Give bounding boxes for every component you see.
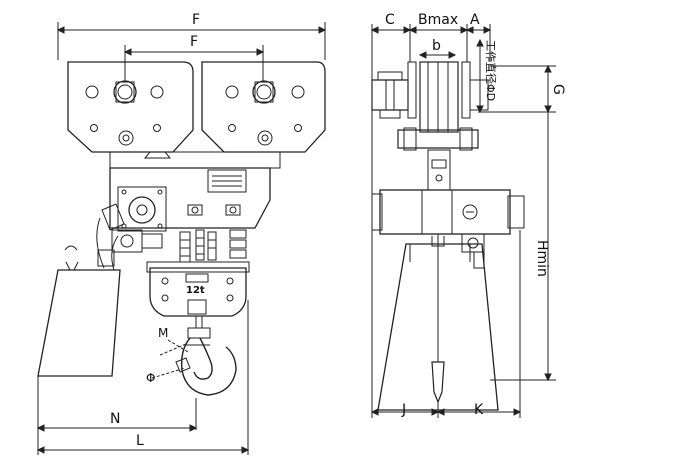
label-K: K: [474, 402, 484, 418]
hook-block: [149, 267, 247, 317]
label-phi: Φ: [146, 371, 155, 385]
label-A: A: [470, 12, 480, 28]
side-view: C Bmax A b 工作直径ΦD G Hmin: [370, 12, 566, 418]
label-F-outer: F: [192, 12, 200, 28]
label-F-inner: F: [190, 34, 198, 50]
dim-F-outer: [56, 22, 327, 60]
label-N: N: [110, 411, 120, 427]
chain: [179, 229, 247, 263]
chain-bag-side: [377, 243, 499, 411]
label-J: J: [401, 402, 406, 418]
hoist-body: [109, 167, 271, 229]
dim-F-inner: [123, 45, 265, 82]
dim-L: [36, 446, 250, 454]
label-G: G: [550, 84, 566, 95]
label-Bmax: Bmax: [418, 12, 458, 28]
dim-N: [36, 424, 198, 432]
label-b: b: [432, 38, 441, 54]
label-M: M: [158, 326, 168, 340]
capacity-label: 12t: [186, 285, 205, 296]
chain-bag: [37, 269, 121, 377]
front-view: F F: [36, 12, 327, 455]
label-C: C: [385, 12, 395, 28]
trolley-plate-left: [67, 61, 194, 153]
motor-body: [379, 189, 511, 235]
label-work-diameter: 工作直径ΦD: [484, 40, 498, 101]
label-Hmin: Hmin: [534, 240, 550, 277]
label-L: L: [136, 433, 144, 449]
hook: [187, 316, 211, 339]
